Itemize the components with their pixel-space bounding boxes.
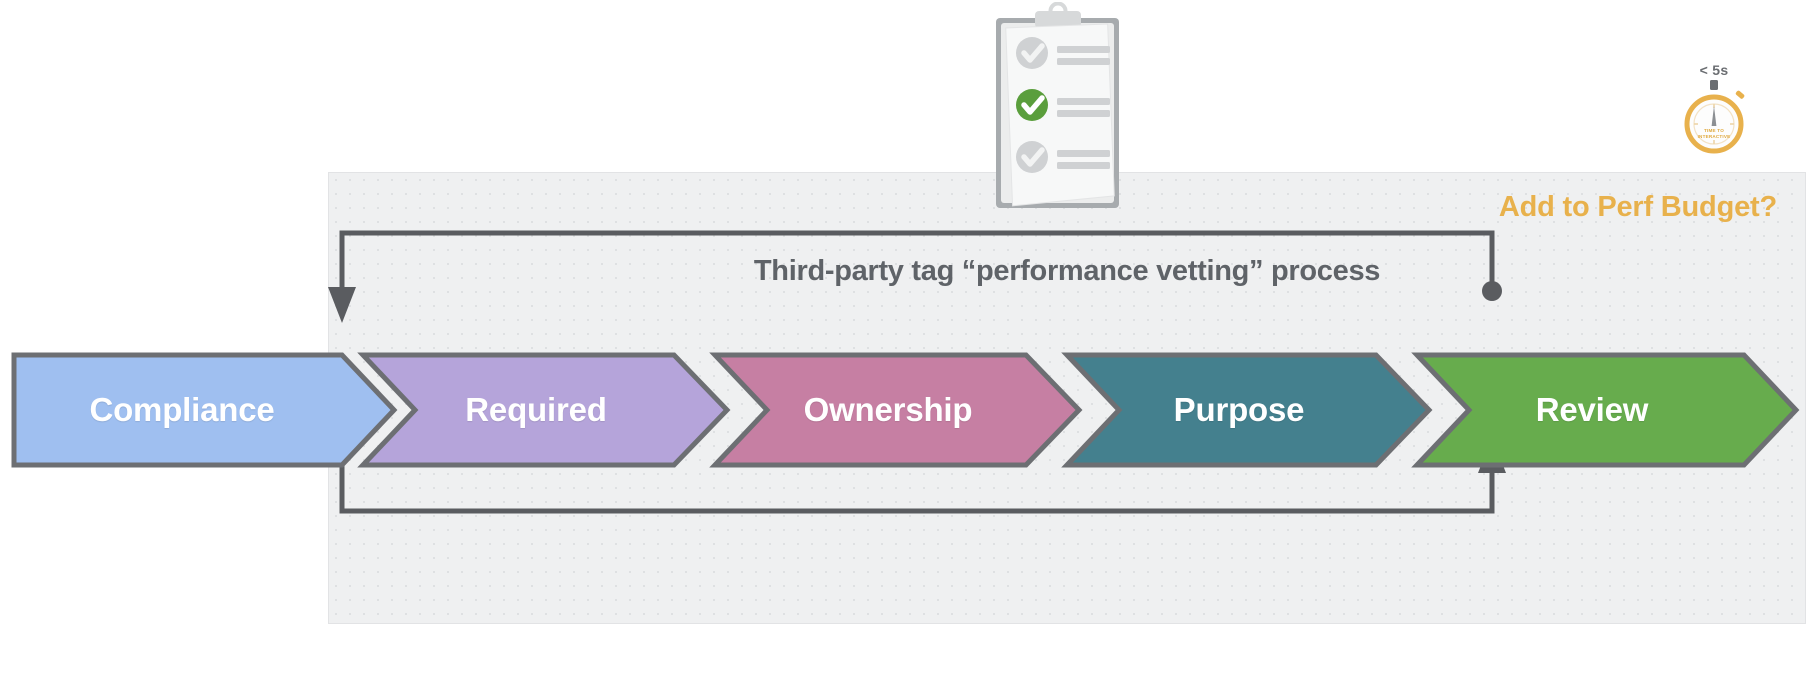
- connector-bottom-path: [339, 451, 1495, 514]
- stopwatch-icon: TIME TO INTERACTIVE: [1684, 80, 1745, 154]
- checklist-line: [1057, 110, 1110, 117]
- checklist-line: [1057, 162, 1110, 169]
- clipboard-clip-ring: [1048, 2, 1068, 21]
- chevron-shape: [1411, 352, 1800, 468]
- stopwatch-caption: < 5s: [1699, 62, 1729, 78]
- perf-budget-label: Add to Perf Budget?: [1498, 191, 1777, 223]
- stopwatch-illustration: < 5s TIME TO INTERACTIVE: [1668, 62, 1760, 162]
- process-stage-label: Compliance: [89, 391, 275, 428]
- process-stage-list: Compliance Required Ownership Purpose Re…: [0, 352, 1810, 468]
- stopwatch-side-button: [1735, 90, 1745, 99]
- process-stage-ownership[interactable]: Ownership: [709, 352, 1083, 468]
- chevron-shape-start: [11, 352, 398, 468]
- process-stage-label: Purpose: [1173, 391, 1305, 428]
- checklist-line: [1057, 150, 1110, 157]
- check-mark-icon: [1021, 95, 1045, 115]
- checklist-line: [1057, 98, 1110, 105]
- checklist-line: [1057, 58, 1110, 65]
- process-stage-compliance[interactable]: Compliance: [11, 352, 398, 468]
- checklist-item: [1016, 141, 1110, 173]
- process-stage-label: Review: [1535, 391, 1649, 428]
- stopwatch-dial-label-line2: INTERACTIVE: [1698, 134, 1731, 139]
- chevron-shape: [709, 352, 1083, 468]
- connector-top-end-arrow: [328, 287, 356, 323]
- check-mark-icon: [1021, 147, 1045, 167]
- connector-top-feedback-loop: [328, 230, 1502, 323]
- check-circle-muted-icon: [1016, 37, 1048, 69]
- connector-top-path: [339, 230, 1495, 299]
- checklist-item: [1016, 37, 1110, 69]
- chevron-shape: [1061, 352, 1433, 468]
- stopwatch-hand: [1711, 106, 1717, 126]
- check-circle-muted-icon: [1016, 141, 1048, 173]
- page-title: Third-party tag “performance vetting” pr…: [753, 255, 1381, 287]
- chevron-shape: [357, 352, 731, 468]
- checklist-line: [1057, 46, 1110, 53]
- clipboard-checklist-icon: [996, 2, 1119, 208]
- stopwatch-dial-label-line1: TIME TO: [1704, 128, 1724, 133]
- process-stage-review[interactable]: Review: [1411, 352, 1800, 468]
- process-stage-label: Required: [465, 391, 607, 428]
- connector-top-start-dot: [1482, 281, 1502, 301]
- process-stage-required[interactable]: Required: [357, 352, 731, 468]
- process-stage-purpose[interactable]: Purpose: [1061, 352, 1433, 468]
- check-circle-green-icon: [1016, 89, 1048, 121]
- check-mark-icon: [1021, 43, 1045, 63]
- checklist-item-checked: [1016, 89, 1110, 121]
- stopwatch-crown: [1710, 80, 1718, 90]
- process-stage-label: Ownership: [803, 391, 973, 428]
